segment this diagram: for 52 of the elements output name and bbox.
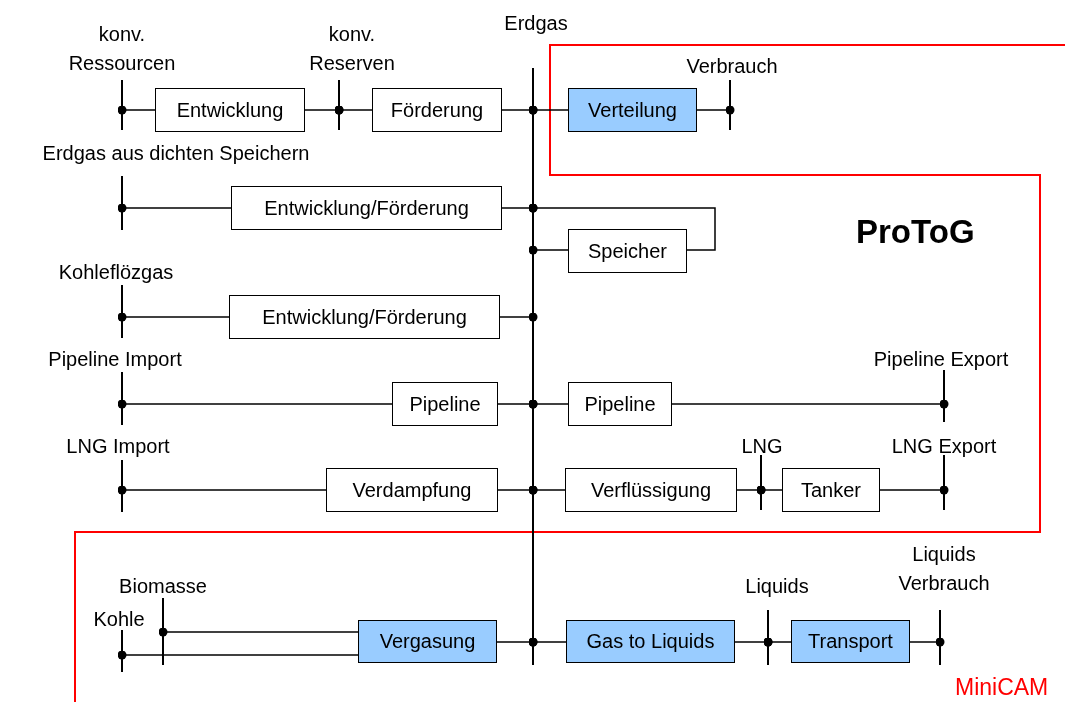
- connector-line: [117, 399, 393, 409]
- bus-label: Kohle: [92, 607, 146, 632]
- process-box: Verdampfung: [326, 468, 498, 512]
- connector-line: [117, 650, 359, 660]
- connector-line: [117, 105, 156, 115]
- process-box: Entwicklung/Förderung: [229, 295, 500, 339]
- connector-line: [117, 485, 327, 495]
- process-box: Förderung: [372, 88, 502, 132]
- process-box: Verflüssigung: [565, 468, 737, 512]
- region-label: ProToG: [856, 213, 975, 251]
- connector-line: [528, 399, 569, 409]
- process-box: Entwicklung/Förderung: [231, 186, 502, 230]
- connector-line: [756, 485, 783, 495]
- connector-line: [117, 203, 232, 213]
- connector-line: [334, 105, 373, 115]
- process-box: Tanker: [782, 468, 880, 512]
- bus-label: Pipeline Import: [47, 347, 183, 372]
- bus-label: Liquids: [744, 574, 810, 599]
- connector-line: [528, 637, 567, 647]
- connector-line: [528, 203, 716, 251]
- connector-line: [671, 399, 949, 409]
- connector-line: [879, 485, 949, 495]
- bus-label: LNG Import: [65, 434, 171, 459]
- bus-label: Kohleflözgas: [57, 260, 175, 285]
- connector-line: [909, 637, 945, 647]
- connector-line: [499, 312, 538, 322]
- connector-line: [528, 105, 569, 115]
- connector-line: [158, 627, 359, 637]
- process-box: Speicher: [568, 229, 687, 273]
- process-box: Verteilung: [568, 88, 697, 132]
- bus-label: LNG Export: [890, 434, 998, 459]
- region-label: MiniCAM: [955, 674, 1049, 701]
- bus-label: Erdgas: [503, 11, 569, 36]
- bus-label: Pipeline Export: [872, 347, 1010, 372]
- bus-label: Verbrauch: [685, 54, 779, 79]
- bus-label: Biomasse: [118, 574, 208, 599]
- connector-line: [696, 105, 735, 115]
- bus-label: Liquids Verbrauch: [897, 542, 991, 596]
- bus-label: Erdgas aus dichten Speichern: [41, 141, 311, 166]
- process-box: Transport: [791, 620, 910, 663]
- connector-line: [528, 245, 569, 255]
- bus-label: konv. Ressourcen: [67, 22, 177, 76]
- process-box: Entwicklung: [155, 88, 305, 132]
- process-box: Gas to Liquids: [566, 620, 735, 663]
- connector-line: [117, 312, 230, 322]
- process-box: Pipeline: [568, 382, 672, 426]
- connector-line: [528, 485, 566, 495]
- process-box: Pipeline: [392, 382, 498, 426]
- process-box: Vergasung: [358, 620, 497, 663]
- bus-label: LNG: [740, 434, 784, 459]
- bus-label: konv. Reserven: [308, 22, 396, 76]
- connector-line: [763, 637, 792, 647]
